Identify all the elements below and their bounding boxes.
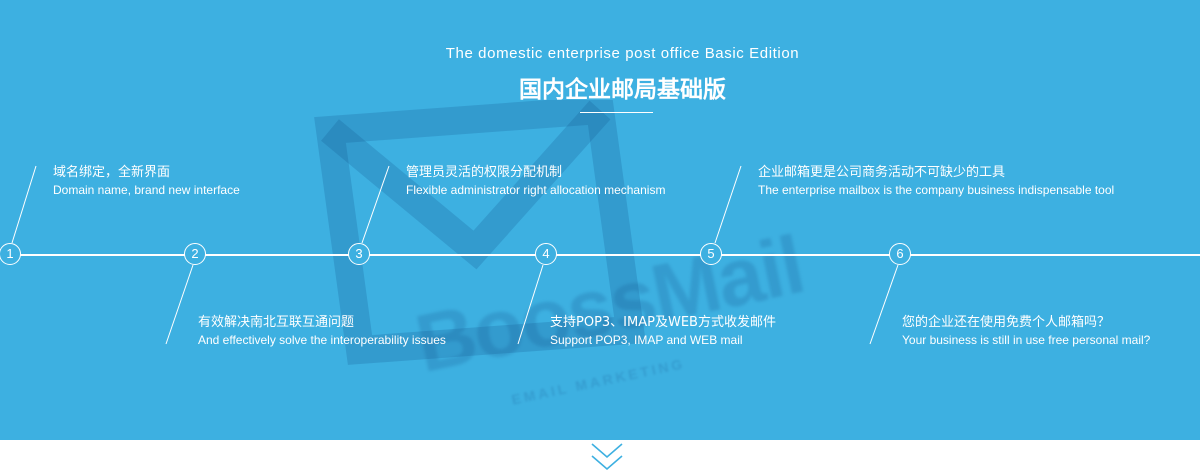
connector-1 xyxy=(11,165,37,244)
connector-6 xyxy=(869,264,899,345)
double-chevron-down-icon[interactable] xyxy=(590,440,624,473)
feature-title: 企业邮箱更是公司商务活动不可缺少的工具 xyxy=(758,165,1006,180)
feature-title: 管理员灵活的权限分配机制 xyxy=(406,165,563,180)
page-subtitle: The domestic enterprise post office Basi… xyxy=(445,45,800,62)
timeline-node-5: 5 xyxy=(700,243,722,265)
feature-item-6: 您的企业还在使用免费个人邮箱吗？ Your business is still … xyxy=(902,314,1150,349)
feature-description: The enterprise mailbox is the company bu… xyxy=(758,183,1115,197)
feature-title: 支持POP3、IMAP及WEB方式收发邮件 xyxy=(550,315,776,330)
timeline-node-4: 4 xyxy=(535,243,557,265)
feature-banner: BoossMail EMAIL MARKETING The domestic e… xyxy=(0,0,1200,440)
feature-title: 有效解决南北互联互通问题 xyxy=(198,315,355,330)
feature-title: 域名绑定，全新界面 xyxy=(53,165,171,180)
title-underline xyxy=(580,112,653,113)
page-title: 国内企业邮局基础版 xyxy=(519,77,726,103)
feature-description: And effectively solve the interoperabili… xyxy=(198,333,446,347)
feature-title: 您的企业还在使用免费个人邮箱吗？ xyxy=(902,315,1111,330)
feature-item-2: 有效解决南北互联互通问题 And effectively solve the i… xyxy=(198,314,446,349)
feature-description: Your business is still in use free perso… xyxy=(902,333,1151,347)
feature-item-1: 域名绑定，全新界面 Domain name, brand new interfa… xyxy=(53,164,240,199)
timeline-node-1: 1 xyxy=(0,243,21,265)
feature-description: Domain name, brand new interface xyxy=(53,183,240,197)
connector-3 xyxy=(361,165,390,244)
feature-item-4: 支持POP3、IMAP及WEB方式收发邮件 Support POP3, IMAP… xyxy=(550,314,776,349)
timeline-line xyxy=(0,254,1200,256)
connector-2 xyxy=(165,264,194,345)
timeline-node-2: 2 xyxy=(184,243,206,265)
feature-description: Support POP3, IMAP and WEB mail xyxy=(550,333,743,347)
timeline-node-6: 6 xyxy=(889,243,911,265)
feature-item-5: 企业邮箱更是公司商务活动不可缺少的工具 The enterprise mailb… xyxy=(758,164,1114,199)
timeline-node-3: 3 xyxy=(348,243,370,265)
feature-description: Flexible administrator right allocation … xyxy=(406,183,666,197)
feature-item-3: 管理员灵活的权限分配机制 Flexible administrator righ… xyxy=(406,164,665,199)
brand-watermark: BoossMail xyxy=(408,219,811,390)
